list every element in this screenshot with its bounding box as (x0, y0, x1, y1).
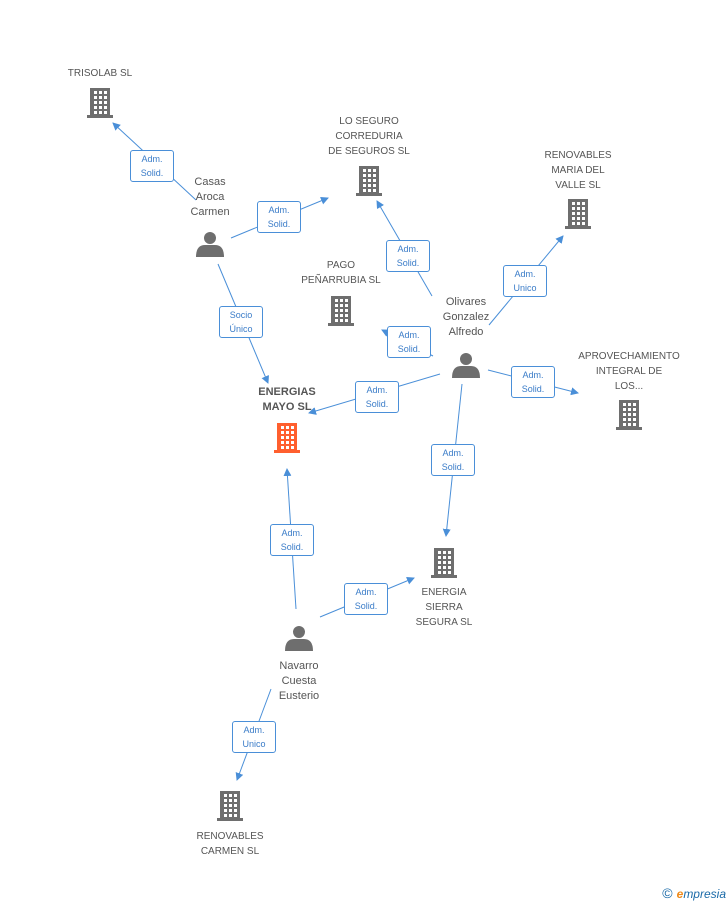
edge-label-line: Adm. (442, 448, 464, 458)
company-label-sierra: ENERGIA SIERRA SEGURA SL (416, 585, 473, 630)
building-icon-seguro[interactable] (356, 166, 382, 196)
edge-label-line: Solid. (521, 384, 545, 394)
company-label-renov_maria-line: RENOVABLES (544, 150, 612, 161)
company-label-trisolab-line: TRISOLAB SL (67, 68, 133, 79)
company-label-seguro: LO SEGURO CORREDURIA DE SEGUROS SL (328, 114, 410, 159)
building-icon-trisolab[interactable] (87, 88, 113, 118)
edge-label-casas-trisolab[interactable]: Adm. Solid. (130, 150, 174, 182)
company-label-aprov-line: APROVECHAMIENTO (578, 351, 680, 362)
person-label-navarro-line: Navarro (279, 660, 319, 672)
company-label-energias: ENERGIAS MAYO SL (258, 385, 315, 415)
company-label-pago-line: PEÑARRUBIA SL (301, 275, 381, 286)
edge-label-line: Unico (242, 739, 266, 749)
building-icon-aprov[interactable] (616, 400, 642, 430)
person-icon-olivares[interactable] (452, 353, 480, 378)
company-label-renov_maria-line: VALLE SL (555, 180, 601, 191)
edge-label-line: Adm. (398, 330, 420, 340)
edge-label-olivares-aprov[interactable]: Adm. Solid. (511, 366, 555, 398)
building-icon-energias[interactable] (274, 423, 300, 453)
company-label-pago: PAGO PEÑARRUBIA SL (301, 258, 380, 288)
brand-footer: ©empresia (662, 885, 726, 901)
edge-label-line: Unico (513, 283, 537, 293)
edge-label-line: Solid. (397, 344, 421, 354)
company-label-seguro-line: LO SEGURO (339, 116, 399, 127)
edge-label-line: Único (229, 324, 253, 334)
edge-label-line: Adm. (522, 370, 544, 380)
edge-label-line: Socio (229, 310, 253, 320)
building-icon-renov_maria[interactable] (565, 199, 591, 229)
building-icon-sierra[interactable] (431, 548, 457, 578)
edge-label-line: Adm. (281, 528, 303, 538)
edge-label-line: Solid. (280, 542, 304, 552)
edge-label-line: Adm. (268, 205, 290, 215)
building-icon-pago[interactable] (328, 296, 354, 326)
company-label-renov_maria-line: MARIA DEL (551, 165, 605, 176)
company-label-aprov: APROVECHAMIENTO INTEGRAL DE LOS... (578, 349, 680, 394)
edge-label-line: Adm. (141, 154, 163, 164)
company-label-sierra-line: SEGURA SL (415, 617, 473, 628)
person-label-navarro-line: Eusterio (278, 690, 320, 702)
company-label-renov_carmen: RENOVABLES CARMEN SL (196, 829, 263, 859)
brand-e: e (676, 887, 684, 901)
edge-label-line: Solid. (354, 601, 378, 611)
person-label-navarro-line: Cuesta (281, 675, 317, 687)
person-label-olivares-line: Gonzalez (442, 311, 490, 323)
person-label-casas-line: Casas (194, 176, 226, 188)
company-label-seguro-line: DE SEGUROS SL (328, 146, 410, 157)
company-label-seguro-line: CORREDURIA (335, 131, 403, 142)
company-label-aprov-line: INTEGRAL DE (595, 366, 663, 377)
company-label-trisolab: TRISOLAB SL (68, 66, 132, 81)
edge-label-line: Adm. (514, 269, 536, 279)
company-label-renov_carmen-line: CARMEN SL (200, 846, 260, 857)
edge-label-navarro-renov_carmen[interactable]: Adm. Unico (232, 721, 276, 753)
edge-label-navarro-energias[interactable]: Adm. Solid. (270, 524, 314, 556)
edge-label-olivares-energias[interactable]: Adm. Solid. (355, 381, 399, 413)
building-icon-renov_carmen[interactable] (217, 791, 243, 821)
person-icon-casas[interactable] (196, 232, 224, 257)
edge-label-olivares-renov_maria[interactable]: Adm. Unico (503, 265, 547, 297)
company-label-aprov-line: LOS... (614, 381, 644, 392)
edge-label-line: Solid. (140, 168, 164, 178)
company-label-renov_maria: RENOVABLES MARIA DEL VALLE SL (544, 148, 611, 193)
edge-label-olivares-pago[interactable]: Adm. Solid. (387, 326, 431, 358)
edge-label-line: Solid. (365, 399, 389, 409)
person-label-olivares-line: Alfredo (448, 326, 484, 338)
edge-label-line: Adm. (243, 725, 265, 735)
company-label-energias-line: MAYO SL (262, 401, 312, 413)
edge-label-line: Adm. (355, 587, 377, 597)
edge-label-navarro-sierra[interactable]: Adm. Solid. (344, 583, 388, 615)
company-label-sierra-line: SIERRA (425, 602, 463, 613)
person-icon-navarro[interactable] (285, 626, 313, 651)
edge-label-casas-seguro[interactable]: Adm. Solid. (257, 201, 301, 233)
person-label-casas-line: Aroca (195, 191, 225, 203)
edge-label-line: Solid. (267, 219, 291, 229)
edge-label-line: Solid. (396, 258, 420, 268)
company-label-energias-line: ENERGIAS (258, 386, 316, 398)
company-label-renov_carmen-line: RENOVABLES (196, 831, 264, 842)
edge-label-line: Solid. (441, 462, 465, 472)
person-label-casas-line: Carmen (190, 206, 230, 218)
company-label-sierra-line: ENERGIA (421, 587, 467, 598)
person-label-olivares-line: Olivares (445, 296, 487, 308)
edge-label-line: Adm. (366, 385, 388, 395)
company-label-pago-line: PAGO (326, 260, 356, 271)
edge-label-olivares-seguro[interactable]: Adm. Solid. (386, 240, 430, 272)
edge-label-line: Adm. (397, 244, 419, 254)
brand-name: mpresia (683, 887, 726, 901)
copyright-icon: © (662, 885, 673, 901)
edge-label-olivares-sierra[interactable]: Adm. Solid. (431, 444, 475, 476)
